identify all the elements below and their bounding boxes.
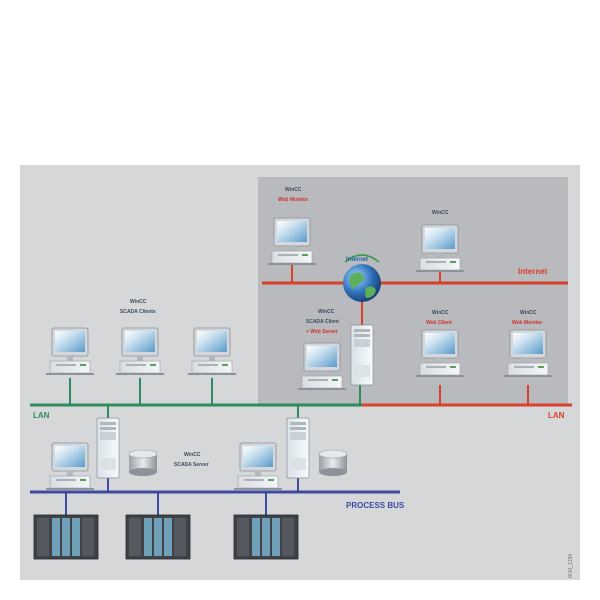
workstation-scada-client-3 (187, 327, 237, 376)
scada-web-title: WinCC (318, 309, 335, 315)
scada-web-role2: + Web Server (306, 329, 338, 335)
database-2-icon (318, 449, 348, 477)
workstation-top-right (415, 224, 465, 273)
plc-cabinet-1 (33, 514, 99, 560)
scada-clients-title: WinCC (130, 299, 147, 305)
tower-scada-server-1 (96, 417, 120, 479)
tower-scada-server-2 (286, 417, 310, 479)
web-monitor-title: WinCC (285, 187, 302, 193)
workstation-scada-client-2 (115, 327, 165, 376)
workstation-scada-server-2 (233, 442, 283, 491)
side-code: IK10_1234 (568, 554, 574, 578)
internet-bus-label: Internet (518, 267, 548, 276)
lan-label-right: LAN (548, 411, 565, 420)
web-client-title: WinCC (432, 310, 449, 316)
scada-server-role: SCADA Server (174, 462, 209, 468)
plc-cabinet-3 (233, 514, 299, 560)
drop-lines (65, 265, 529, 515)
scada-server-title: WinCC (184, 452, 201, 458)
process-bus-label: PROCESS BUS (346, 501, 405, 510)
web-client3-role: Web Monitor (512, 320, 542, 326)
workstation-web-client-1 (415, 329, 465, 378)
workstation-scada-web (297, 342, 347, 391)
workstation-scada-server-1 (45, 442, 95, 491)
lan-label-left: LAN (33, 411, 50, 420)
top-client-title: WinCC (432, 210, 449, 216)
web-client3-title: WinCC (520, 310, 537, 316)
workstation-web-client-2 (503, 329, 553, 378)
plc-cabinet-2 (125, 514, 191, 560)
scada-web-role1: SCADA Client (306, 319, 339, 325)
workstation-scada-client-1 (45, 327, 95, 376)
internet-globe-icon (343, 254, 381, 302)
internet-label: Internet (346, 257, 368, 263)
database-1-icon (128, 449, 158, 477)
tower-web-server (350, 324, 374, 386)
workstation-web-monitor (267, 217, 317, 266)
web-monitor-role: Web Monitor (278, 197, 308, 203)
web-client-role: Web Client (426, 320, 452, 326)
scada-clients-role: SCADA Clients (120, 309, 156, 315)
